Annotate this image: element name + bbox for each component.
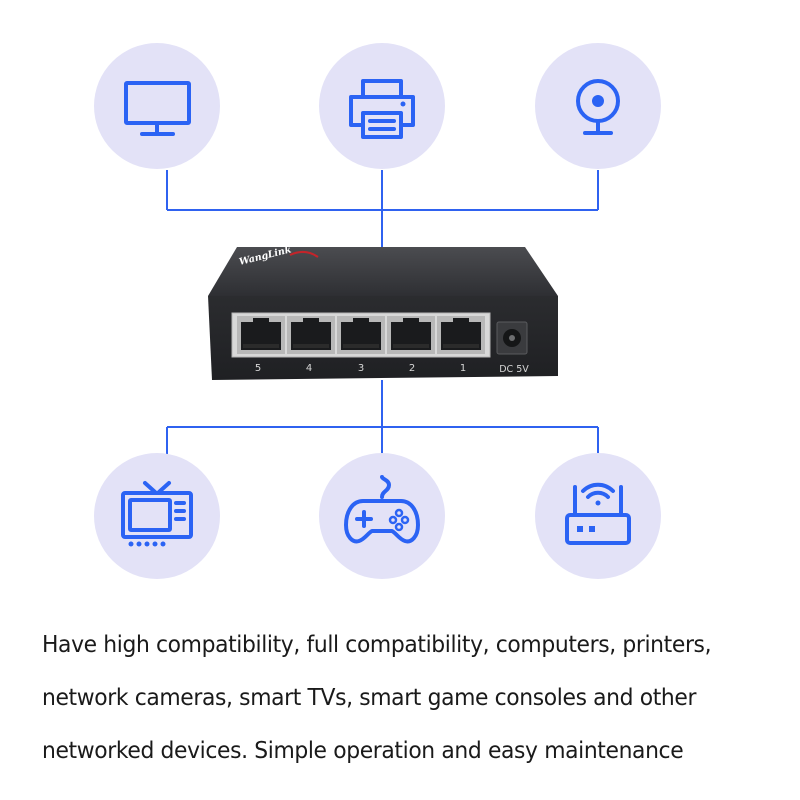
tv-icon (121, 481, 193, 547)
power-jack (496, 321, 528, 355)
power-label: DC 5V (499, 364, 529, 375)
device-monitor (94, 43, 220, 169)
printer-icon (349, 79, 415, 139)
device-webcam (535, 43, 661, 169)
product-description: Have high compatibility, full compatibil… (42, 618, 730, 777)
description-line-1: Have high compatibility, full compatibil… (42, 630, 712, 658)
port-label-3: 3 (358, 363, 364, 374)
description-line-2: network cameras, smart TVs, smart game c… (42, 683, 697, 711)
ethernet-ports (237, 316, 485, 354)
webcam-icon (576, 79, 620, 135)
device-gamepad (319, 453, 445, 579)
port-label-4: 4 (306, 363, 312, 374)
device-router (535, 453, 661, 579)
port-label-1: 1 (460, 363, 466, 374)
device-tv (94, 453, 220, 579)
port-label-5: 5 (255, 363, 261, 374)
device-printer (319, 43, 445, 169)
description-line-3: networked devices. Simple operation and … (42, 736, 684, 764)
port-label-2: 2 (409, 363, 415, 374)
monitor-icon (124, 81, 191, 136)
router-icon (565, 482, 631, 545)
gamepad-icon (344, 475, 420, 544)
